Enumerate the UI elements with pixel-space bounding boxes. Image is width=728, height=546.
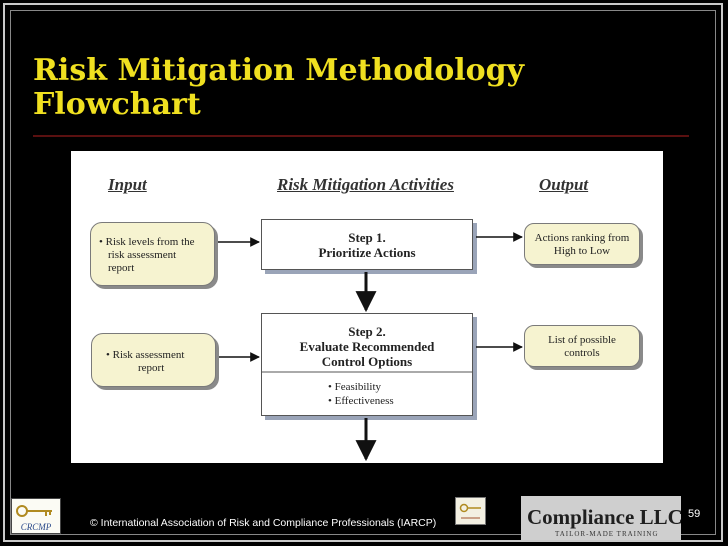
slide-inner-frame [10,10,716,535]
step-1-box: Step 1. Prioritize Actions [261,219,473,270]
step-2-box: Step 2. Evaluate Recommended Control Opt… [261,313,473,416]
step-2-title-line-2: Control Options [321,354,413,369]
input-box-1: • Risk levels from the risk assessment r… [90,222,215,286]
step-2-bullet-feasibility: • Feasibility [328,381,382,393]
slide-title: Risk Mitigation Methodology Flowchart [33,54,673,122]
step-2-label: Step 2. [348,324,386,339]
title-line-2: Flowchart [33,87,201,122]
output-2-line-2: controls [564,347,600,359]
step-2-bullet-effectiveness: • Effectiveness [328,395,394,407]
input-2-line-2: report [138,362,165,374]
input-2-line-1: • Risk assessment [106,349,185,361]
badge-key-icon [459,503,481,519]
output-2-line-1: List of possible [548,334,616,346]
header-input: Input [108,175,147,194]
output-box-1: Actions ranking from High to Low [524,223,640,265]
crcmp-logo-text: CRCMP [21,522,52,532]
compliance-logo-text: Compliance LLC [527,505,681,529]
step-1-label: Step 1. [348,230,386,245]
title-line-1: Risk Mitigation Methodology [33,53,525,88]
output-1-line-1: Actions ranking from [534,232,630,244]
key-icon: CRCMP [16,505,52,532]
header-activities: Risk Mitigation Activities [277,175,454,194]
page-number: 59 [688,508,701,520]
input-1-line-2: risk assessment [108,249,177,261]
compliance-logo-subtext: TAILOR-MADE TRAINING [555,530,659,538]
title-divider [33,135,689,137]
step-2-title-line-1: Evaluate Recommended [299,339,435,354]
input-1-line-3: report [108,262,135,274]
compliance-llc-logo: Compliance LLC TAILOR-MADE TRAINING [521,496,683,540]
input-1-line-1: • Risk levels from the [99,236,195,248]
step-1-title: Prioritize Actions [318,245,416,260]
output-1-line-2: High to Low [553,245,611,257]
member-badge-logo [455,497,486,525]
input-box-2: • Risk assessment report [91,333,216,387]
crcmp-logo: CRCMP [11,498,61,534]
output-box-2: List of possible controls [524,325,640,367]
header-output: Output [539,175,589,194]
slide-frame [3,3,723,542]
copyright-footer: © International Association of Risk and … [90,517,437,529]
